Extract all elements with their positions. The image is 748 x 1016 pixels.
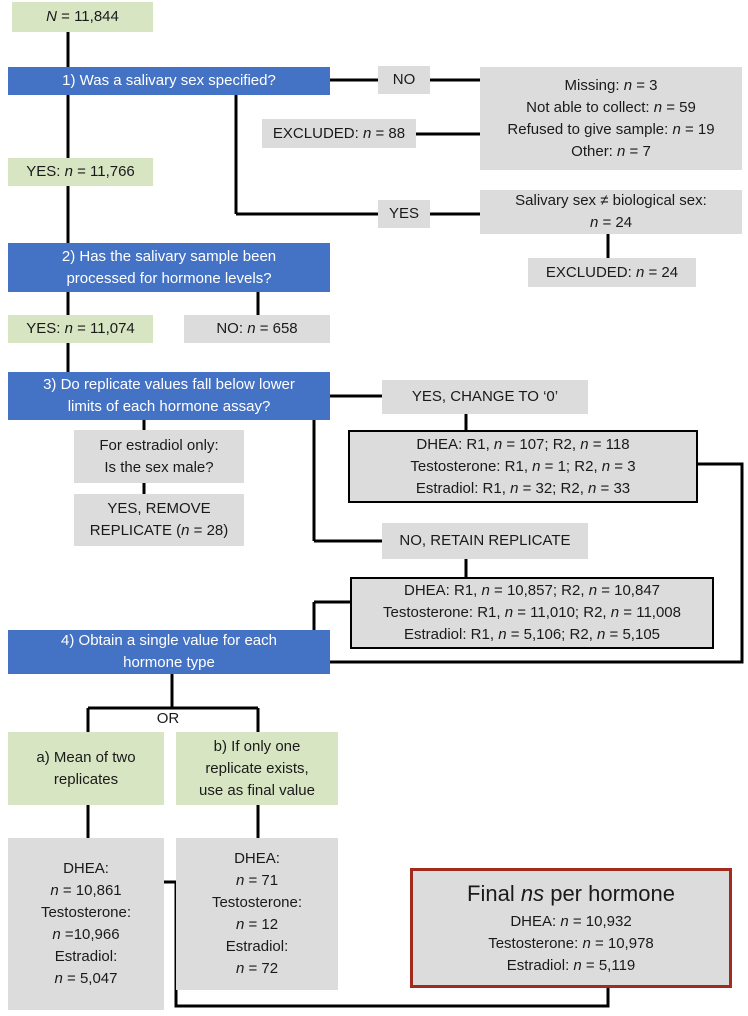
q1-yes-label: YES xyxy=(378,200,430,228)
question-4: 4) Obtain a single value for each hormon… xyxy=(8,630,330,674)
q1-no-label: NO xyxy=(378,66,430,94)
start-total: N = 11,844 xyxy=(12,2,153,32)
question-1: 1) Was a salivary sex specified? xyxy=(8,67,330,95)
q3-yes-label: YES, CHANGE TO ‘0’ xyxy=(382,380,588,414)
counts-b-box: DHEA: n = 71 Testosterone: n = 12 Estrad… xyxy=(176,838,338,990)
missing-reasons-box: Missing: n = 3 Not able to collect: n = … xyxy=(480,67,742,170)
question-2: 2) Has the salivary sample been processe… xyxy=(8,243,330,292)
q2-yes-count: YES: n = 11,074 xyxy=(8,315,153,343)
final-counts-box: Final ns per hormone DHEA: n = 10,932 Te… xyxy=(410,868,732,988)
remove-replicate-box: YES, REMOVE REPLICATE (n = 28) xyxy=(74,494,244,546)
q1-yes-count: YES: n = 11,766 xyxy=(8,158,153,186)
q2-no-count: NO: n = 658 xyxy=(184,315,330,343)
estradiol-question-box: For estradiol only: Is the sex male? xyxy=(74,430,244,483)
or-label: OR xyxy=(156,710,180,727)
sex-excluded-box: EXCLUDED: n = 24 xyxy=(528,258,696,287)
q3-no-label: NO, RETAIN REPLICATE xyxy=(382,523,588,559)
question-3: 3) Do replicate values fall below lower … xyxy=(8,372,330,420)
counts-a-box: DHEA: n = 10,861 Testosterone: n =10,966… xyxy=(8,838,164,1010)
option-a-mean: a) Mean of two replicates xyxy=(8,732,164,805)
q1-excluded-box: EXCLUDED: n = 88 xyxy=(262,119,416,148)
retained-values-box: DHEA: R1, n = 10,857; R2, n = 10,847 Tes… xyxy=(350,577,714,649)
sex-mismatch-box: Salivary sex ≠ biological sex: n = 24 xyxy=(480,190,742,234)
option-b-single: b) If only one replicate exists, use as … xyxy=(176,732,338,805)
final-title: Final ns per hormone xyxy=(467,881,675,906)
changed-values-box: DHEA: R1, n = 107; R2, n = 118 Testoster… xyxy=(348,430,698,503)
